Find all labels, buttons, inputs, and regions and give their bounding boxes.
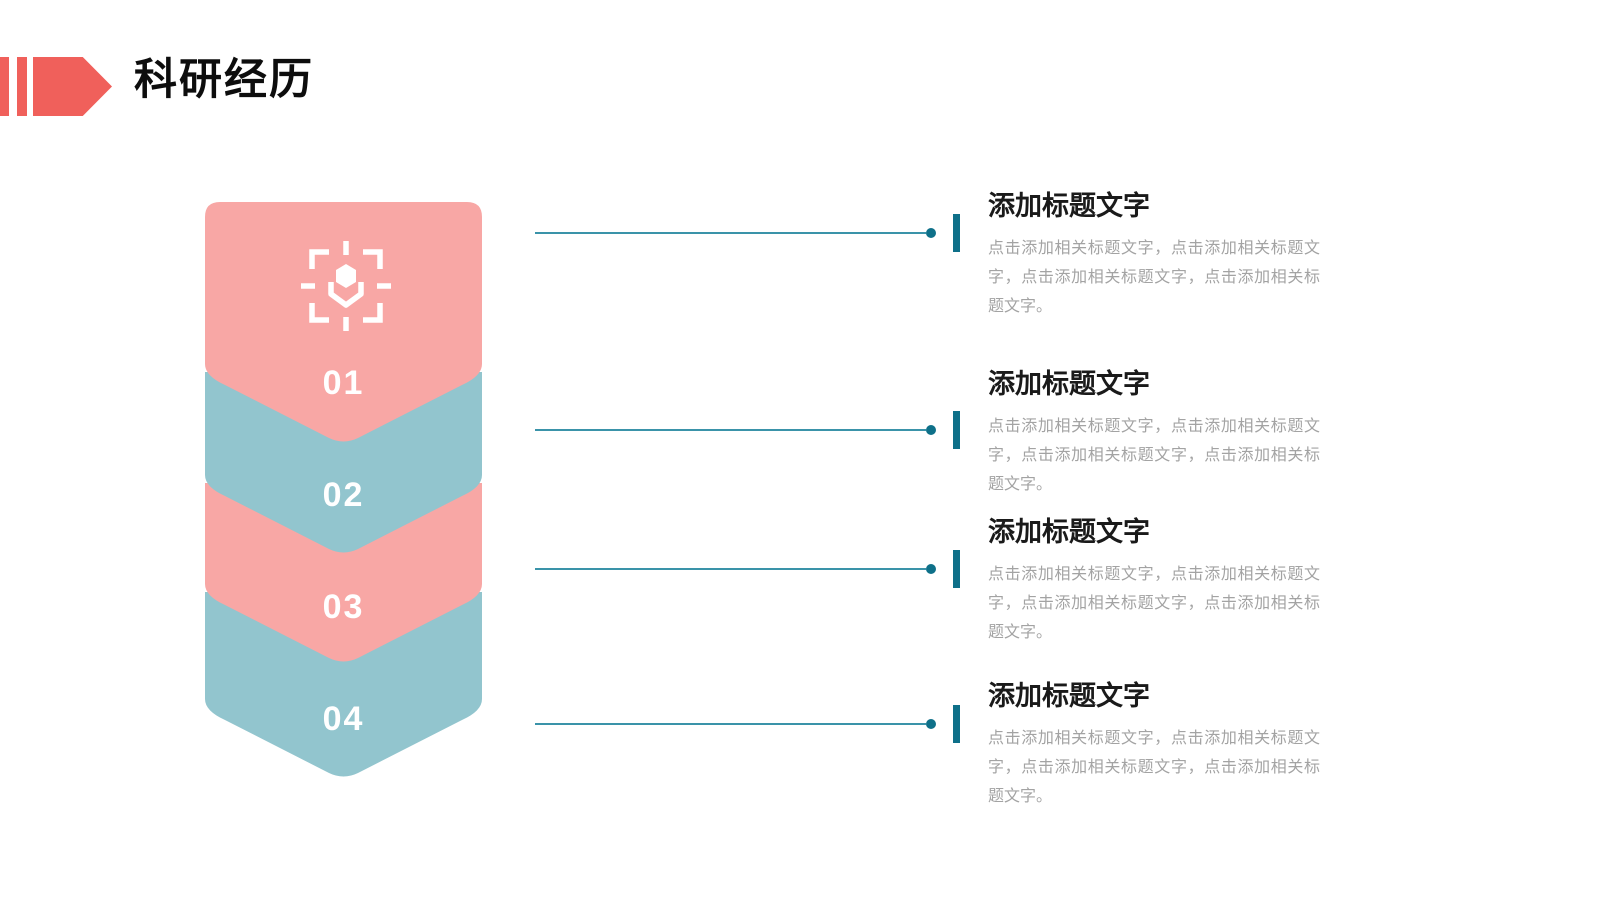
chevron-step-2-shape — [205, 372, 482, 553]
section-text-block: 添加标题文字 点击添加相关标题文字，点击添加相关标题文字，点击添加相关标题文字，… — [988, 368, 1320, 499]
step-number-2: 02 — [322, 476, 365, 514]
step-number-4: 04 — [322, 700, 365, 738]
section-text-block: 添加标题文字 点击添加相关标题文字，点击添加相关标题文字，点击添加相关标题文字，… — [988, 190, 1320, 321]
content-section-3: 添加标题文字 点击添加相关标题文字，点击添加相关标题文字，点击添加相关标题文字，… — [535, 516, 1336, 666]
connector-dot-icon — [926, 564, 936, 574]
chevron-step-4-shape — [205, 592, 482, 777]
connector-line — [535, 568, 926, 570]
chevron-step-3-shape — [205, 483, 482, 662]
connector-accent-bar — [953, 705, 960, 743]
section-text-block: 添加标题文字 点击添加相关标题文字，点击添加相关标题文字，点击添加相关标题文字，… — [988, 680, 1320, 811]
connector-dot-icon — [926, 425, 936, 435]
content-section-1: 添加标题文字 点击添加相关标题文字，点击添加相关标题文字，点击添加相关标题文字，… — [535, 190, 1336, 340]
connector-dot-icon — [926, 228, 936, 238]
section-title: 添加标题文字 — [988, 517, 1150, 547]
connector-accent-bar — [953, 411, 960, 449]
connector-dot-icon — [926, 719, 936, 729]
content-section-4: 添加标题文字 点击添加相关标题文字，点击添加相关标题文字，点击添加相关标题文字，… — [535, 680, 1336, 830]
connector-line — [535, 723, 926, 725]
step-number-1: 01 — [322, 364, 365, 402]
slide-title: 科研经历 — [134, 56, 314, 104]
chevron-step-stack: 01 02 03 04 — [205, 202, 482, 792]
connector-accent-bar — [953, 214, 960, 252]
content-section-2: 添加标题文字 点击添加相关标题文字，点击添加相关标题文字，点击添加相关标题文字，… — [535, 368, 1336, 518]
section-title: 添加标题文字 — [988, 369, 1150, 399]
connector-line — [535, 232, 926, 234]
header-arrow-icon — [33, 57, 112, 116]
scan-cube-icon — [301, 241, 391, 331]
connector-accent-bar — [953, 550, 960, 588]
section-title: 添加标题文字 — [988, 191, 1150, 221]
header-accent-bar-thin — [0, 57, 9, 116]
section-body: 点击添加相关标题文字，点击添加相关标题文字，点击添加相关标题文字，点击添加相关标… — [988, 240, 1320, 315]
step-number-3: 03 — [322, 588, 365, 626]
section-body: 点击添加相关标题文字，点击添加相关标题文字，点击添加相关标题文字，点击添加相关标… — [988, 730, 1320, 805]
section-text-block: 添加标题文字 点击添加相关标题文字，点击添加相关标题文字，点击添加相关标题文字，… — [988, 516, 1320, 647]
header-accent-bar — [17, 57, 27, 116]
section-body: 点击添加相关标题文字，点击添加相关标题文字，点击添加相关标题文字，点击添加相关标… — [988, 566, 1320, 641]
section-title: 添加标题文字 — [988, 681, 1150, 711]
connector-line — [535, 429, 926, 431]
section-body: 点击添加相关标题文字，点击添加相关标题文字，点击添加相关标题文字，点击添加相关标… — [988, 418, 1320, 493]
